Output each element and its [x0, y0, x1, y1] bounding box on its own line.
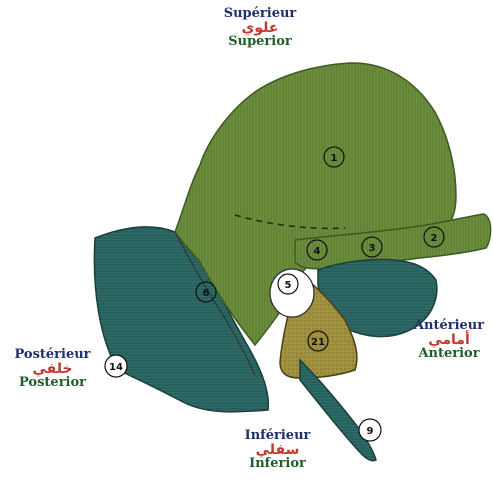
marker-14: 14 [105, 355, 127, 377]
svg-text:5: 5 [285, 280, 292, 291]
svg-text:1: 1 [331, 153, 338, 164]
svg-text:9: 9 [367, 426, 374, 437]
posterior-arabic: خلفي [5, 362, 100, 377]
anterior-english: Anterior [405, 347, 493, 361]
marker-9: 9 [359, 419, 381, 441]
svg-text:21: 21 [311, 337, 325, 348]
svg-text:6: 6 [203, 288, 210, 299]
superior-english: Superior [205, 35, 315, 49]
inferior-french: Inférieur [230, 429, 325, 443]
direction-label-posterior: Postérieur خلفي Posterior [5, 348, 100, 390]
anterior-french: Antérieur [405, 319, 493, 333]
inferior-english: Inferior [230, 457, 325, 471]
marker-5: 5 [278, 274, 298, 294]
svg-text:2: 2 [431, 233, 438, 244]
direction-label-superior: Supérieur علوي Superior [205, 7, 315, 49]
direction-label-anterior: Antérieur أمامي Anterior [405, 319, 493, 361]
svg-text:3: 3 [369, 243, 376, 254]
superior-arabic: علوي [205, 21, 315, 36]
svg-text:4: 4 [314, 246, 321, 257]
posterior-french: Postérieur [5, 348, 100, 362]
svg-text:14: 14 [109, 362, 123, 373]
direction-label-inferior: Inférieur سفلي Inferior [230, 429, 325, 471]
inferior-arabic: سفلي [230, 443, 325, 458]
anterior-arabic: أمامي [405, 333, 493, 348]
posterior-english: Posterior [5, 376, 100, 390]
superior-french: Supérieur [205, 7, 315, 21]
